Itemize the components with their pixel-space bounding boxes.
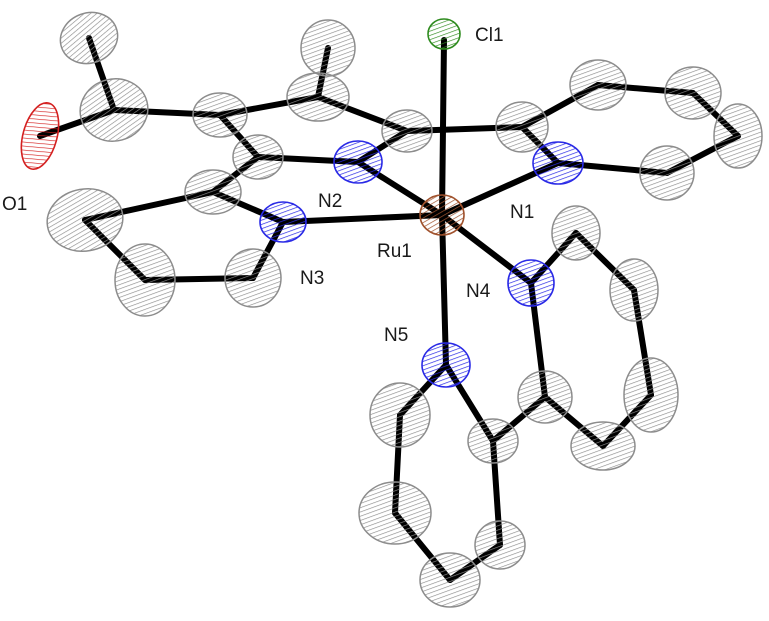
carbon-atom [224, 248, 282, 308]
nitrogen-atom-n3 [259, 201, 307, 243]
atoms-layer [20, 11, 763, 608]
carbon-atom [286, 72, 350, 122]
carbon-atom [569, 59, 627, 111]
carbon-atom [358, 481, 432, 545]
nitrogen-atom-n2 [333, 140, 383, 184]
nitrogen-atom-n1 [532, 141, 584, 185]
carbon-atom [300, 19, 356, 77]
carbon-atom [114, 243, 176, 317]
carbon-atom [639, 145, 695, 201]
chlorine-atom-cl1 [427, 18, 461, 50]
carbon-atom [551, 205, 601, 261]
label-n3: N3 [300, 268, 324, 289]
carbon-atom [59, 11, 119, 65]
label-ru1: Ru1 [377, 241, 412, 262]
carbon-atom [419, 552, 481, 608]
label-cl1: Cl1 [475, 25, 504, 46]
carbon-atom [664, 66, 722, 120]
oxygen-atom-o1 [20, 102, 60, 170]
label-n5: N5 [384, 325, 408, 346]
bond-ru1-n5 [439, 212, 449, 368]
carbon-atom [232, 134, 284, 180]
ruthenium-atom-ru1 [419, 194, 465, 236]
carbon-atom [570, 421, 636, 471]
carbon-atom [192, 92, 248, 138]
carbon-atom [46, 188, 124, 252]
label-n1: N1 [510, 202, 534, 223]
nitrogen-atom-n5 [421, 342, 471, 388]
carbon-atom [474, 520, 526, 570]
nitrogen-atom-n4 [507, 259, 555, 307]
atom-labels-layer: Cl1 O1 N1 N2 N3 N4 N5 Ru1 [2, 25, 534, 346]
bond-ru1-n3 [280, 212, 445, 225]
label-o1: O1 [2, 194, 27, 215]
carbon-atom [517, 370, 573, 424]
carbon-atom [369, 382, 431, 448]
carbon-atom [381, 109, 433, 153]
carbon-atom [609, 258, 659, 322]
carbon-atom [623, 357, 679, 433]
carbon-atom [713, 103, 763, 169]
label-n4: N4 [466, 281, 491, 302]
carbon-atom [467, 418, 519, 464]
carbon-atom [184, 169, 242, 215]
carbon-atom [79, 78, 149, 142]
label-n2: N2 [318, 191, 342, 212]
carbon-atom [495, 101, 549, 153]
